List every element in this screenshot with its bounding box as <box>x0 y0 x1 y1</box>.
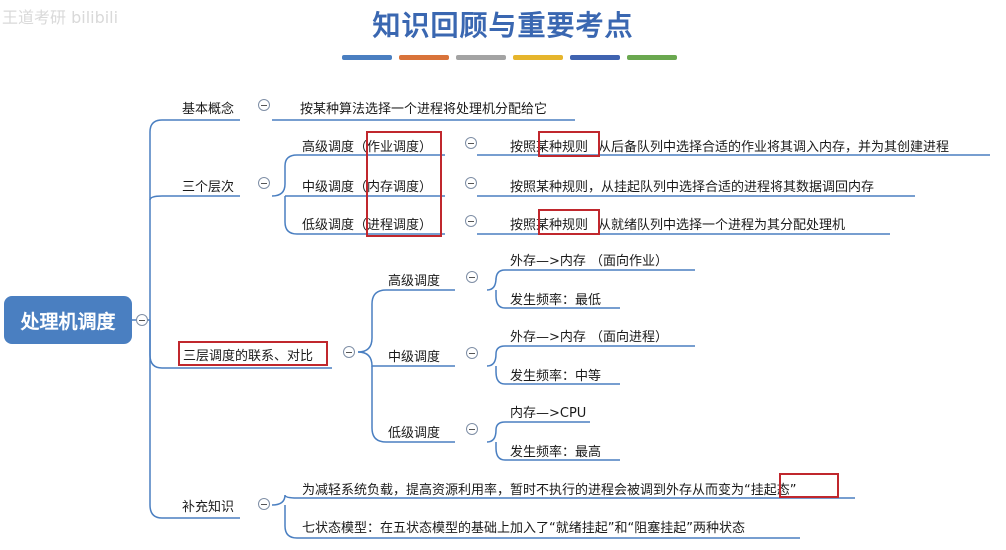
compare-mid-label[interactable]: 中级调度 <box>388 350 441 365</box>
basic-definition-text: 按某种算法选择一个进程将处理机分配给它 <box>300 102 548 117</box>
branch-basic-label[interactable]: 基本概念 <box>182 102 235 117</box>
compare-high-label[interactable]: 高级调度 <box>388 274 441 289</box>
stripe-6 <box>627 55 677 60</box>
collapse-level-high-icon[interactable] <box>465 137 477 149</box>
collapse-compare-high-icon[interactable] <box>466 271 478 283</box>
collapse-root-icon[interactable] <box>136 314 148 326</box>
level-low-desc-body: 从就绪队列中选择一个进程为其分配处理机 <box>598 218 846 233</box>
collapse-compare-mid-icon[interactable] <box>466 347 478 359</box>
page-title: 知识回顾与重要考点 <box>372 9 634 42</box>
level-mid-desc: 按照某种规则，从挂起队列中选择合适的进程将其数据调回内存 <box>510 180 875 195</box>
compare-high-move: 外存—>内存 （面向作业） <box>510 254 669 269</box>
watermark-text: 王道考研 bilibili <box>2 8 119 27</box>
compare-mid-freq: 发生频率：中等 <box>510 369 602 384</box>
highlight-box-suspend-state <box>779 473 839 498</box>
collapse-compare-low-icon[interactable] <box>466 423 478 435</box>
branch-compare-label[interactable]: 三层调度的联系、对比 <box>183 349 314 364</box>
branch-levels-label[interactable]: 三个层次 <box>182 180 235 195</box>
root-node-processor-scheduling[interactable]: 处理机调度 <box>4 296 132 344</box>
level-low-desc-rule: 按照某种规则 <box>510 218 589 233</box>
highlight-box-compare <box>178 341 328 366</box>
compare-mid-move: 外存—>内存 （面向进程） <box>510 330 669 345</box>
level-high-desc-rule: 按照某种规则 <box>510 140 589 155</box>
collapse-level-mid-icon[interactable] <box>465 177 477 189</box>
highlight-box-rule-high <box>538 131 600 157</box>
highlight-box-rule-low <box>538 209 600 235</box>
extra-seven-state-text: 七状态模型：在五状态模型的基础上加入了“就绪挂起”和“阻塞挂起”两种状态 <box>302 521 745 536</box>
compare-low-freq: 发生频率：最高 <box>510 445 602 460</box>
compare-low-label[interactable]: 低级调度 <box>388 426 441 441</box>
highlight-box-scheduling-types <box>366 131 442 237</box>
suspend-state-term: “挂起态” <box>744 483 797 498</box>
compare-high-freq: 发生频率：最低 <box>510 293 602 308</box>
branch-extra-label[interactable]: 补充知识 <box>182 500 235 515</box>
stripe-1 <box>342 55 392 60</box>
collapse-level-low-icon[interactable] <box>465 215 477 227</box>
collapse-levels-icon[interactable] <box>258 177 270 189</box>
stripe-2 <box>399 55 449 60</box>
compare-low-move: 内存—>CPU <box>510 406 587 421</box>
stripe-3 <box>456 55 506 60</box>
extra-suspend-text-body: 为减轻系统负载，提高资源利用率，暂时不执行的进程会被调到外存从而变为 <box>302 483 745 498</box>
extra-suspend-text: 为减轻系统负载，提高资源利用率，暂时不执行的进程会被调到外存从而变为“挂起态” <box>302 479 797 498</box>
collapse-extra-icon[interactable] <box>258 498 270 510</box>
level-high-desc-body: 从后备队列中选择合适的作业将其调入内存，并为其创建进程 <box>598 140 950 155</box>
collapse-compare-icon[interactable] <box>343 346 355 358</box>
level-high-desc: 按照某种规则从后备队列中选择合适的作业将其调入内存，并为其创建进程 <box>510 136 949 155</box>
collapse-basic-icon[interactable] <box>258 99 270 111</box>
level-low-desc: 按照某种规则从就绪队列中选择一个进程为其分配处理机 <box>510 214 845 233</box>
stripe-4 <box>513 55 563 60</box>
title-underline-stripes <box>342 55 677 60</box>
stripe-5 <box>570 55 620 60</box>
